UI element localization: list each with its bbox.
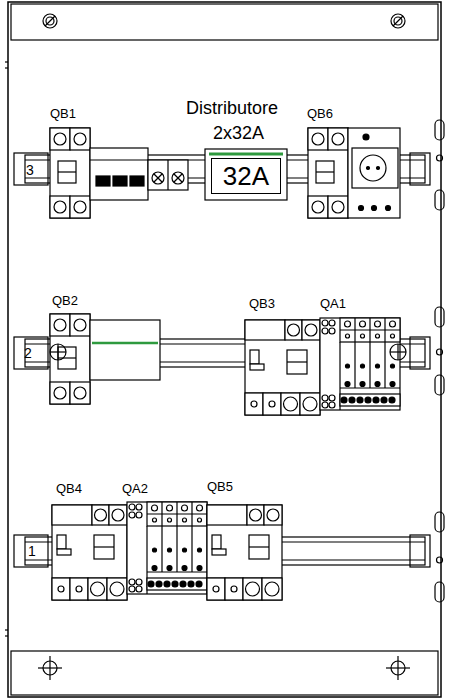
device-label: QA2 <box>122 482 148 495</box>
rating-box: 32A <box>211 158 281 194</box>
device-label: QA1 <box>320 297 346 310</box>
rating-text: 32A <box>223 163 269 189</box>
device-label: Distributore <box>186 99 278 117</box>
device-label: QB5 <box>207 480 233 493</box>
device-label: 1 <box>28 544 36 558</box>
device-label: 2 <box>24 346 32 360</box>
device-label: 2x32A <box>213 124 264 142</box>
device-label: QB3 <box>249 297 275 310</box>
device-label: QB4 <box>56 482 82 495</box>
device-label: QB6 <box>307 107 333 120</box>
device-label: QB2 <box>52 294 78 307</box>
device-label: QB1 <box>50 107 76 120</box>
device-label: 3 <box>26 163 34 177</box>
